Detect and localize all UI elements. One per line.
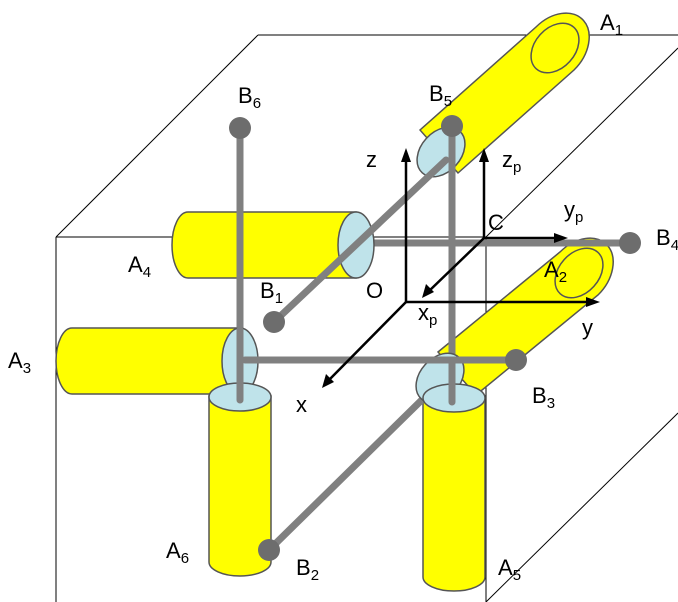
label-o: O xyxy=(366,278,383,303)
label-b4: B4 xyxy=(656,225,678,254)
link-b2 xyxy=(265,382,440,554)
cube-edge xyxy=(55,34,259,238)
ball-b5 xyxy=(441,115,463,137)
label-xp: xp xyxy=(418,300,437,329)
actuator-a5 xyxy=(422,395,486,592)
label-b3: B3 xyxy=(532,383,555,412)
label-zp: zp xyxy=(502,147,521,176)
ball-b3 xyxy=(505,349,527,371)
label-a3: A3 xyxy=(8,348,31,377)
label-c: C xyxy=(488,210,504,235)
cube-edge xyxy=(485,412,678,602)
label-b1: B1 xyxy=(260,278,283,307)
actuator-a3 xyxy=(55,327,241,395)
label-b6: B6 xyxy=(238,83,261,112)
ball-b4 xyxy=(619,232,641,254)
axis-x xyxy=(327,301,407,382)
ball-b1 xyxy=(263,311,285,333)
ball-b6 xyxy=(229,117,251,139)
actuator-a4 xyxy=(171,211,357,279)
label-b5: B5 xyxy=(429,81,452,110)
label-y: y xyxy=(582,315,593,340)
label-x: x xyxy=(296,392,307,417)
axis-xp xyxy=(427,237,485,293)
label-a6: A6 xyxy=(166,538,189,567)
label-a5: A5 xyxy=(498,555,521,584)
label-a2: A2 xyxy=(544,257,567,286)
cube-edge xyxy=(485,47,678,238)
actuator-a6 xyxy=(208,395,272,577)
label-a1: A1 xyxy=(600,10,623,39)
base-frame-axes xyxy=(322,148,600,388)
link-b1 xyxy=(270,156,450,326)
label-yp: yp xyxy=(564,197,583,226)
label-a4: A4 xyxy=(128,252,151,281)
platform-frame-axes xyxy=(422,148,568,298)
label-b2: B2 xyxy=(296,555,319,584)
label-z: z xyxy=(366,147,377,172)
ball-b2 xyxy=(258,539,280,561)
